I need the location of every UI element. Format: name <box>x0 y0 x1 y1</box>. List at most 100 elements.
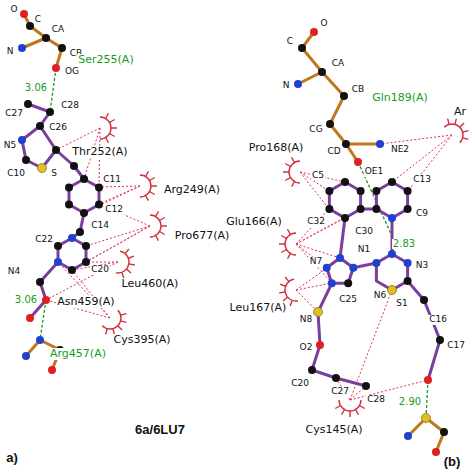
hydrophobic-contacts <box>336 290 428 400</box>
atom-label: N4 <box>7 267 21 276</box>
atom-label: C28 <box>60 101 80 110</box>
atom-dots <box>372 205 380 213</box>
atom-label: C13 <box>412 175 432 184</box>
atom-dots <box>341 214 349 222</box>
atom-dots <box>357 205 365 213</box>
atom-label: C10 <box>6 169 26 178</box>
hydrophobic-contacts <box>380 135 452 191</box>
panel-label: 6a/6LU7 <box>134 423 186 437</box>
residue-label: Leu460(A) <box>121 278 180 290</box>
atom-label: O <box>9 5 18 14</box>
atom-label: N7 <box>309 257 323 266</box>
nitrogen-atoms <box>376 140 384 148</box>
atom-label: C30 <box>354 227 374 236</box>
hydrophobic-residue-symbol <box>100 113 474 417</box>
hydrophobic-contacts <box>46 262 110 318</box>
hydrophobic-residue-symbol <box>100 113 117 142</box>
atom-dots <box>340 92 348 100</box>
atom-label: O2 <box>299 343 314 352</box>
residue-bonds <box>22 14 444 452</box>
ligand-bonds <box>376 182 407 218</box>
atom-label: OE1 <box>364 167 385 176</box>
residue-bonds <box>408 418 444 452</box>
sulfur-atoms <box>314 308 323 317</box>
oxygen-atoms <box>424 376 432 384</box>
sulfur-atoms <box>38 164 47 173</box>
atom-dots <box>42 34 50 42</box>
residue-label: Pro677(A) <box>174 230 231 242</box>
atom-label: S <box>50 169 58 178</box>
sulfur-atoms <box>422 414 431 423</box>
residue-label: Thr252(A) <box>71 146 128 158</box>
atom-dots <box>36 122 44 130</box>
residue-label: Ar <box>453 106 467 118</box>
hydrophobic-residue-symbol <box>115 248 137 280</box>
nitrogen-atoms <box>294 80 302 88</box>
oxygen-atoms <box>310 28 318 36</box>
atom-label: C26 <box>48 123 68 132</box>
atom-label: S1 <box>395 299 408 308</box>
nitrogen-atoms <box>18 44 26 52</box>
hydrophobic-residue-symbol <box>279 229 296 258</box>
atom-dots <box>388 178 396 186</box>
atom-dots <box>357 187 365 195</box>
atom-dots <box>80 209 88 217</box>
panel-label: a) <box>5 451 19 465</box>
nitrogen-atoms <box>68 234 76 242</box>
atom-label: C14 <box>90 221 110 230</box>
ligand-bonds <box>30 262 58 318</box>
atom-dots <box>65 184 73 192</box>
hydrogen-bond <box>426 380 428 418</box>
atom-dots <box>332 374 340 382</box>
atom-dots <box>326 120 334 128</box>
nitrogen-atoms <box>404 259 412 267</box>
oxygen-atoms <box>26 314 34 322</box>
atom-label: C11 <box>102 175 122 184</box>
residue-label: Cys145(A) <box>304 424 363 436</box>
atom-label: C20 <box>290 379 310 388</box>
oxygen-atoms <box>48 366 56 374</box>
atom-dots <box>436 336 444 344</box>
oxygen-atoms <box>316 341 324 349</box>
atom-label: C27 <box>330 387 350 396</box>
distance-label: 3.06 <box>24 83 48 94</box>
atom-dots <box>440 428 448 436</box>
residue-label: Glu166(A) <box>225 216 283 228</box>
oxygen-atoms <box>52 64 60 72</box>
atom-dots <box>24 100 32 108</box>
atom-dots <box>70 162 78 170</box>
distance-label: 2.83 <box>392 239 416 250</box>
atom-label: N6 <box>373 291 387 300</box>
atom-label: N8 <box>299 315 313 324</box>
hydrogen-bond <box>50 68 56 112</box>
nitrogen-atoms <box>54 258 62 266</box>
atom-label: C25 <box>338 295 358 304</box>
residue-label: Asn459(A) <box>56 296 115 308</box>
atom-dots <box>308 366 316 374</box>
atom-label: O <box>319 19 328 28</box>
atom-dots <box>342 140 350 148</box>
nitrogen-atoms <box>18 136 26 144</box>
atom-label: C20 <box>90 265 110 274</box>
atom-label: C17 <box>446 341 466 350</box>
ligand-bonds <box>22 104 440 386</box>
residue-label: Gln189(A) <box>371 92 429 104</box>
ligand-bonds <box>408 281 440 380</box>
residue-label: Cys395(A) <box>112 334 171 346</box>
ligand-bonds <box>340 218 392 258</box>
ligand-bonds <box>72 213 84 238</box>
nitrogen-atoms <box>388 214 396 222</box>
atom-label: C27 <box>4 109 24 118</box>
hydrophobic-contacts <box>46 262 118 300</box>
residue-bonds <box>298 32 380 162</box>
nitrogen-atoms <box>404 432 412 440</box>
atom-dots <box>95 201 103 209</box>
residue-label: Ser255(A) <box>77 54 134 66</box>
nitrogen-atoms <box>18 44 412 440</box>
hydrophobic-residue-symbol <box>150 211 167 240</box>
residue-bonds <box>22 14 62 68</box>
nitrogen-atoms <box>36 336 44 344</box>
hydrophobic-contacts <box>296 209 360 283</box>
residue-label: Pro168(A) <box>248 142 305 154</box>
